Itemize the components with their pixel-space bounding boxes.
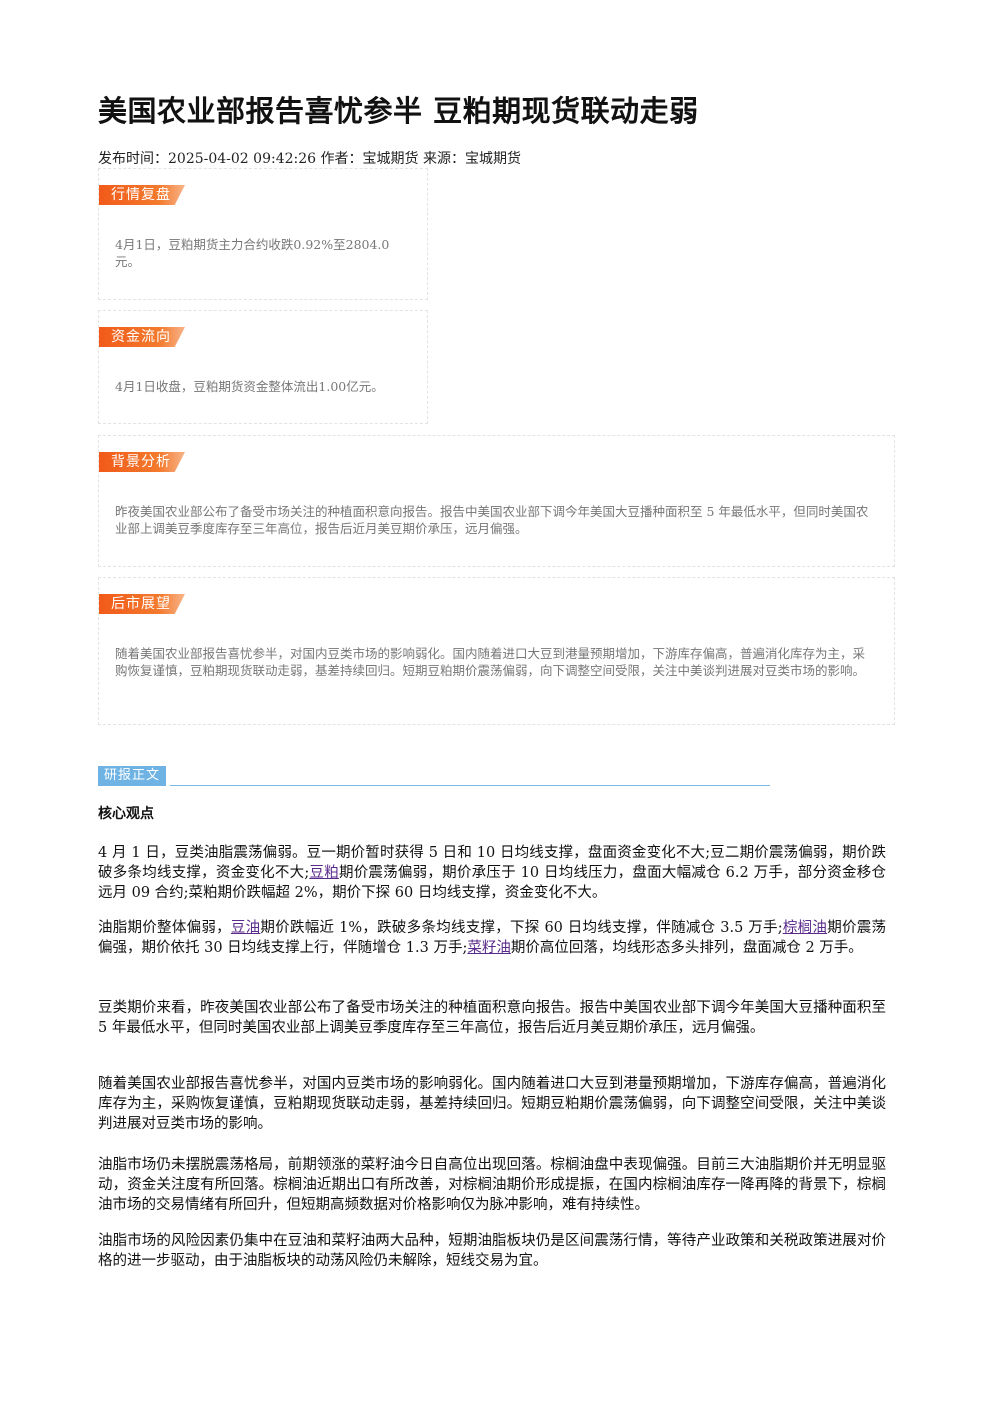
link-soymeal[interactable]: 豆粕 xyxy=(309,865,339,881)
article-title: 美国农业部报告喜忧参半 豆粕期现货联动走弱 xyxy=(98,94,699,128)
report-paragraph: 油脂市场的风险因素仍集中在豆油和菜籽油两大品种，短期油脂板块仍是区间震荡行情，等… xyxy=(98,1233,886,1269)
link-soybean-oil[interactable]: 豆油 xyxy=(230,920,261,936)
paragraph-text: 期价高位回落，均线形态多头排列，盘面减仓 2 万手。 xyxy=(510,940,863,956)
core-view-heading: 核心观点 xyxy=(98,806,154,822)
report-paragraph: 油脂市场仍未摆脱震荡格局，前期领涨的菜籽油今日自高位出现回落。棕榈油盘中表现偏强… xyxy=(98,1157,886,1213)
report-paragraph: 油脂期价整体偏弱，豆油期价跌幅近 1%，跌破多条均线支撑，下探 60 日均线支撑… xyxy=(98,918,886,958)
link-palm-oil[interactable]: 棕榈油 xyxy=(782,920,828,936)
report-paragraph: 4 月 1 日，豆类油脂震荡偏弱。豆一期价暂时获得 5 日和 10 日均线支撑，… xyxy=(98,843,886,903)
card-text: 随着美国农业部报告喜忧参半，对国内豆类市场的影响弱化。国内随着进口大豆到港量预期… xyxy=(115,646,866,678)
report-paragraph: 豆类期价来看，昨夜美国农业部公布了备受市场关注的种植面积意向报告。报告中美国农业… xyxy=(98,1000,886,1036)
card-background: 背景分析 昨夜美国农业部公布了备受市场关注的种植面积意向报告。报告中美国农业部下… xyxy=(98,435,895,567)
paragraph-text: 期价跌幅近 1%，跌破多条均线支撑，下探 60 日均线支撑，伴随减仓 3.5 万… xyxy=(260,920,783,936)
report-divider xyxy=(170,785,770,786)
card-text: 昨夜美国农业部公布了备受市场关注的种植面积意向报告。报告中美国农业部下调今年美国… xyxy=(115,504,869,536)
card-market-review: 行情复盘 4月1日，豆粕期货主力合约收跌0.92%至2804.0元。 xyxy=(98,168,428,300)
card-fund-flow: 资金流向 4月1日收盘，豆粕期货资金整体流出1.00亿元。 xyxy=(98,310,428,424)
card-outlook: 后市展望 随着美国农业部报告喜忧参半，对国内豆类市场的影响弱化。国内随着进口大豆… xyxy=(98,577,895,725)
card-tag: 行情复盘 xyxy=(99,185,185,205)
report-section-tag: 研报正文 xyxy=(98,766,167,786)
card-text: 4月1日，豆粕期货主力合约收跌0.92%至2804.0元。 xyxy=(115,237,390,269)
paragraph-text: 期价震荡偏弱，期价承压于 10 日均线压力，盘面大幅减仓 6.2 万手，部分资金… xyxy=(98,865,886,901)
card-text: 4月1日收盘，豆粕期货资金整体流出1.00亿元。 xyxy=(115,379,384,394)
paragraph-text: 油脂期价整体偏弱， xyxy=(98,920,231,936)
card-tag: 后市展望 xyxy=(99,594,185,614)
link-rapeseed-oil[interactable]: 菜籽油 xyxy=(467,940,511,956)
card-tag: 资金流向 xyxy=(99,327,185,347)
paragraph-text: 期价震荡偏强，期价依托 30 日均线支撑上行，伴随增仓 1.3 万手; xyxy=(98,920,886,956)
report-paragraph: 随着美国农业部报告喜忧参半，对国内豆类市场的影响弱化。国内随着进口大豆到港量预期… xyxy=(98,1076,886,1132)
card-tag: 背景分析 xyxy=(99,452,185,472)
article-meta: 发布时间：2025-04-02 09:42:26 作者：宝城期货 来源：宝城期货 xyxy=(98,151,521,167)
paragraph-text: 4 月 1 日，豆类油脂震荡偏弱。豆一期价暂时获得 5 日和 10 日均线支撑，… xyxy=(98,845,886,881)
